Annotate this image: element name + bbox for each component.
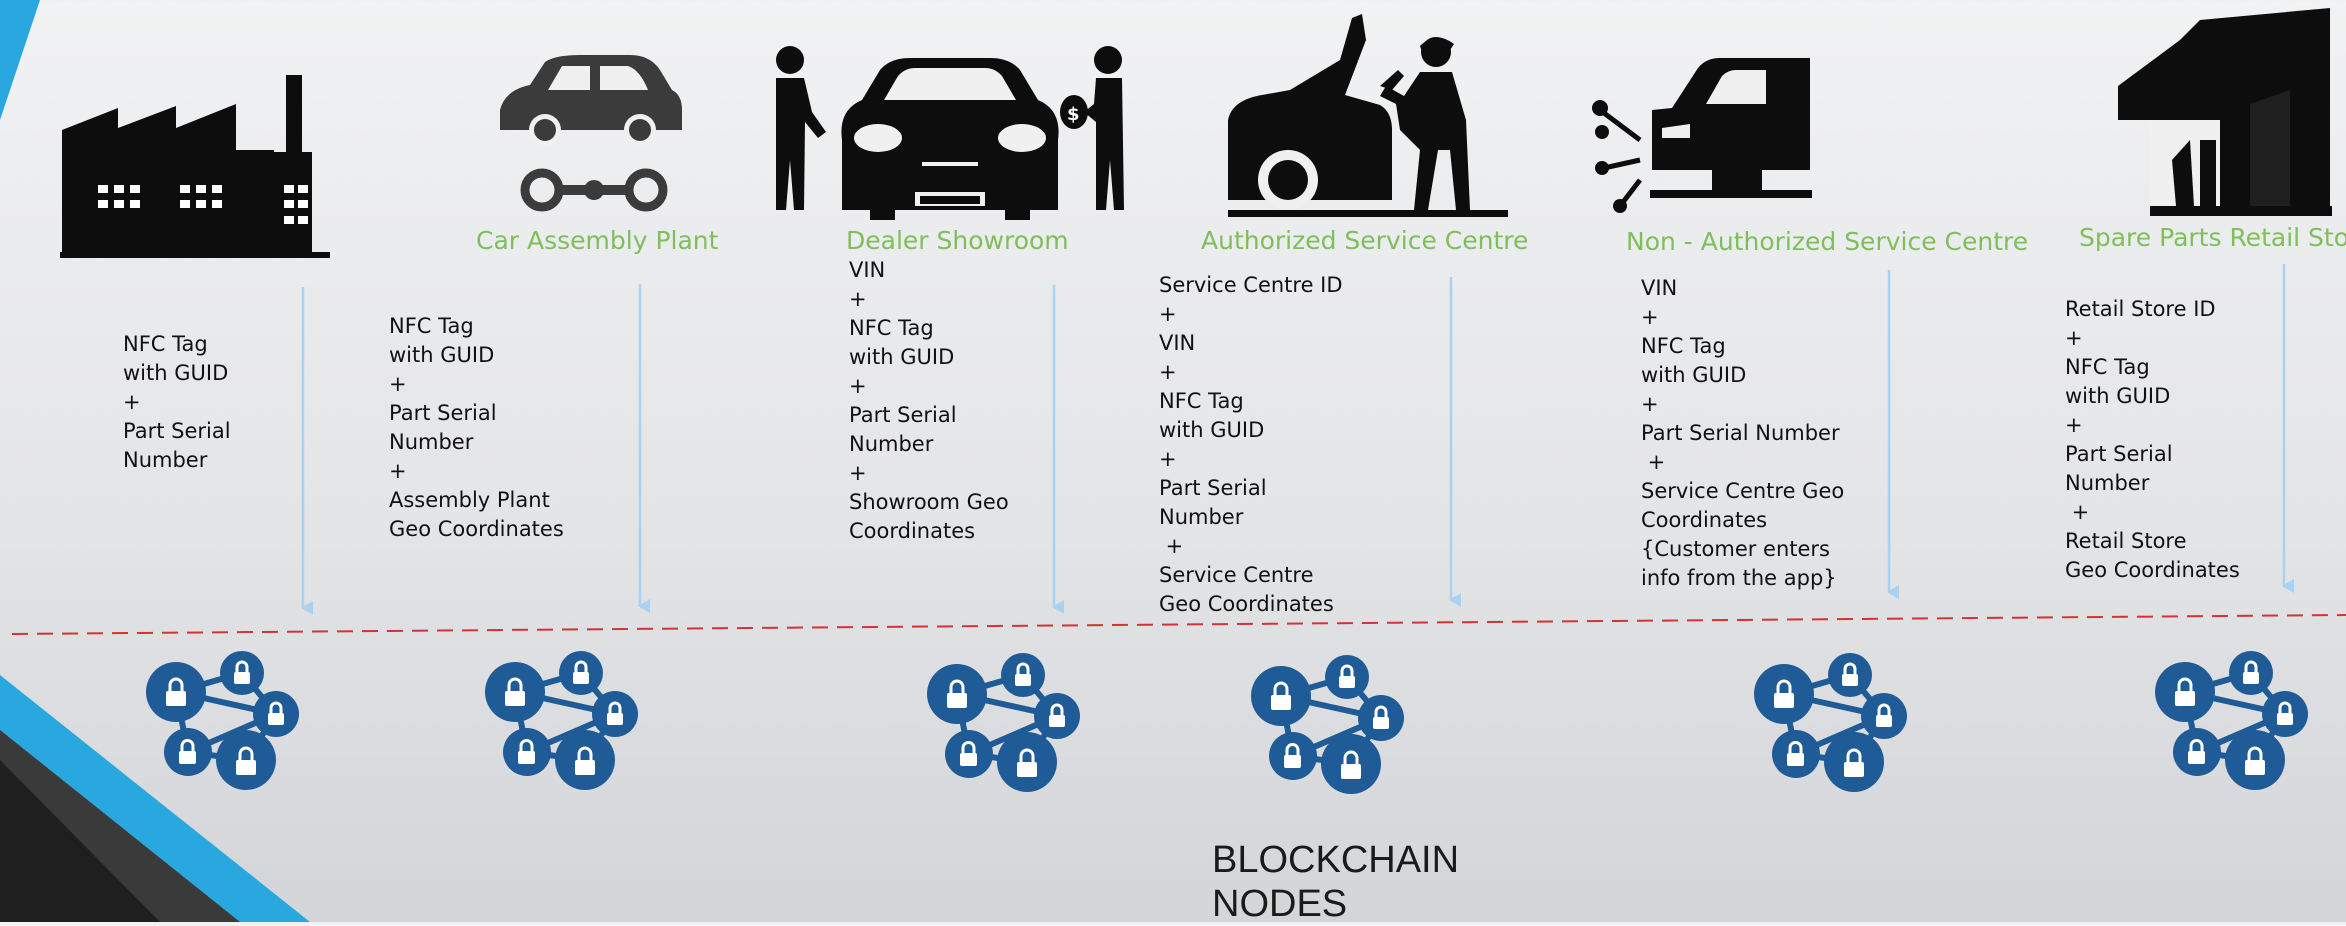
info-line: + [2065, 500, 2090, 524]
info-line: NFC Tag [2065, 355, 2150, 379]
info-line: + [389, 372, 407, 396]
accent-stripe-top [0, 0, 40, 120]
station-info-retail: Retail Store ID + NFC Tag with GUID + Pa… [2065, 295, 2240, 585]
info-line: NFC Tag [849, 316, 934, 340]
info-line: Number [2065, 471, 2150, 495]
info-line: NFC Tag [1641, 334, 1726, 358]
info-line: Retail Store ID [2065, 297, 2216, 321]
station-title-assembly: Car Assembly Plant [476, 226, 719, 255]
station-info-factory: NFC Tag with GUID + Part Serial Number [123, 330, 231, 475]
blockchain-node-icon [1251, 655, 1404, 794]
info-line: + [849, 287, 867, 311]
info-line: with GUID [849, 345, 955, 369]
info-line: + [1159, 534, 1184, 558]
info-line: Service Centre [1159, 563, 1314, 587]
blockchain-node-icon [485, 651, 638, 790]
station-info-nonauthorized: VIN + NFC Tag with GUID + Part Serial Nu… [1641, 274, 1844, 593]
car-crash-icon [1592, 58, 1812, 213]
factory-icon [60, 75, 330, 258]
station-title-retail: Spare Parts Retail Store [2079, 223, 2346, 252]
blockchain-node-icon [146, 651, 299, 790]
info-line: NFC Tag [1159, 389, 1244, 413]
info-line: + [123, 390, 141, 414]
info-line: NFC Tag [123, 332, 208, 356]
info-line: Number [849, 432, 934, 456]
station-info-assembly: NFC Tag with GUID + Part Serial Number +… [389, 312, 564, 544]
info-line: Part Serial [849, 403, 957, 427]
car-assembly-icon [500, 55, 682, 212]
station-title-nonauthorized: Non - Authorized Service Centre [1626, 227, 2029, 256]
info-line: VIN [849, 258, 886, 282]
info-line: Geo Coordinates [2065, 558, 2240, 582]
info-line: Number [1159, 505, 1244, 529]
info-line: Part Serial [389, 401, 497, 425]
blockchain-boundary-line [11, 614, 2346, 635]
info-line: with GUID [389, 343, 495, 367]
station-info-authorized: Service Centre ID + VIN + NFC Tag with G… [1159, 271, 1343, 619]
info-line: with GUID [123, 361, 229, 385]
info-line: Number [389, 430, 474, 454]
station-title-dealer: Dealer Showroom [846, 226, 1069, 255]
svg-text:$: $ [1067, 104, 1080, 125]
info-line: Service Centre Geo [1641, 479, 1845, 503]
info-line: Number [123, 448, 208, 472]
blockchain-node-icon [1754, 653, 1907, 792]
info-line: + [1641, 305, 1659, 329]
info-line: Part Serial [123, 419, 231, 443]
info-line: Assembly Plant [389, 488, 550, 512]
info-line: with GUID [1159, 418, 1265, 442]
blockchain-node-icon [2155, 651, 2308, 790]
retail-store-icon [2118, 8, 2332, 216]
info-line: + [1641, 450, 1666, 474]
blockchain-label-line: NODES [1212, 883, 1348, 925]
info-line: Part Serial [1159, 476, 1267, 500]
info-line: Coordinates [849, 519, 976, 543]
blockchain-node-icon [927, 653, 1080, 792]
info-line: + [1641, 392, 1659, 416]
info-line: + [2065, 326, 2083, 350]
info-line: with GUID [1641, 363, 1747, 387]
station-info-dealer: VIN + NFC Tag with GUID + Part Serial Nu… [849, 256, 1009, 546]
info-line: + [1159, 302, 1177, 326]
info-line: Coordinates [1641, 508, 1768, 532]
info-line: + [849, 374, 867, 398]
info-line: Showroom Geo [849, 490, 1009, 514]
station-title-authorized: Authorized Service Centre [1201, 226, 1529, 255]
info-line: + [849, 461, 867, 485]
dealer-showroom-icon: $ [776, 46, 1124, 220]
info-line: Geo Coordinates [1159, 592, 1334, 616]
info-line: VIN [1159, 331, 1196, 355]
info-line: Retail Store [2065, 529, 2187, 553]
info-line: + [1159, 447, 1177, 471]
info-line: Geo Coordinates [389, 517, 564, 541]
info-line: VIN [1641, 276, 1678, 300]
info-line: Part Serial [2065, 442, 2173, 466]
accent-stripe-blue [0, 675, 310, 922]
info-line: with GUID [2065, 384, 2171, 408]
info-line: + [1159, 360, 1177, 384]
blockchain-label-line: BLOCKCHAIN [1212, 839, 1460, 881]
mechanic-icon [1228, 14, 1508, 217]
info-line: Service Centre ID [1159, 273, 1343, 297]
info-line: + [2065, 413, 2083, 437]
blockchain-nodes-label: BLOCKCHAIN NODES [1212, 838, 1459, 926]
info-line: Part Serial Number [1641, 421, 1840, 445]
info-line: {Customer enters [1641, 537, 1830, 561]
flow-arrows [301, 264, 2294, 615]
info-line: + [389, 459, 407, 483]
info-line: NFC Tag [389, 314, 474, 338]
info-line: info from the app} [1641, 566, 1837, 590]
